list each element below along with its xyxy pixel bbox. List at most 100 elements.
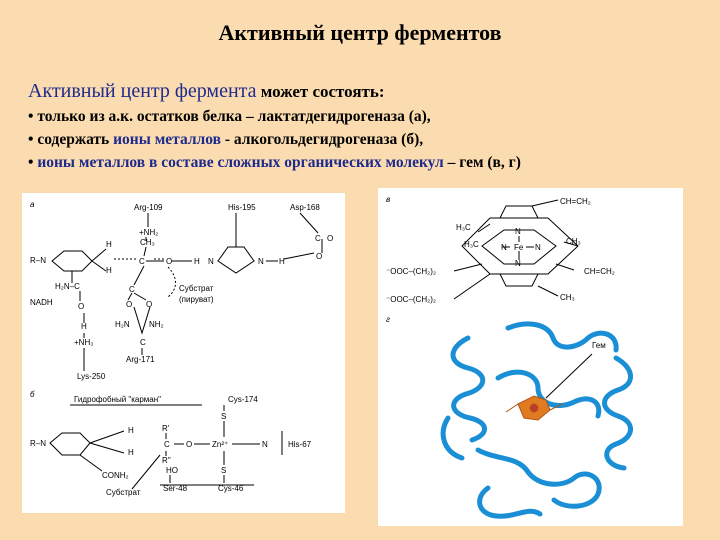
panel-label-v: в (386, 195, 390, 204)
cys46-label: Cys-46 (218, 484, 244, 493)
cys174-label: Cys-174 (228, 395, 258, 404)
heme-n-right: N (535, 243, 541, 252)
bullet-text-end: - алкогольдегидрогеназа (б), (220, 131, 424, 148)
heme-h3c-top: H₃C (456, 223, 471, 232)
nicotinamide-ring-b (49, 432, 91, 456)
bullet-1: • только из а.к. остатков белка – лактат… (28, 108, 431, 126)
alpha-helix-3 (602, 355, 633, 471)
ser48-ho: HO (166, 466, 178, 475)
subtitle-main: Активный центр фермента (28, 80, 257, 102)
bond-lines-b (49, 404, 283, 490)
substrate-label: Субстрат (179, 284, 214, 293)
lys-h: H (81, 322, 87, 331)
heme-n-top: N (515, 227, 521, 236)
nadh-ring-rn-b: R–N (30, 439, 46, 448)
myoglobin-ribbon (440, 321, 633, 519)
his195-h-right: H (279, 257, 285, 266)
bullet-2: • содержать ионы металлов - алкогольдеги… (28, 131, 423, 149)
amide-o: O (78, 302, 84, 311)
heme-labels: в H₃C CH=CH₂ H₃C CH₃ Fe N N N N ⁻OOC–(CH… (386, 195, 615, 350)
cys174-s: S (221, 412, 226, 421)
his195-h: H (194, 257, 200, 266)
substrate-c: C (164, 440, 170, 449)
nadh-label: NADH (30, 298, 53, 307)
heme-structure-diagrams: в H₃C CH=CH₂ H₃C CH₃ Fe N N N N ⁻OOC–(CH… (386, 195, 633, 519)
nadh-h-bottom-b: H (128, 448, 134, 457)
hydrogen-bonds (114, 258, 176, 298)
cys46-s: S (221, 466, 226, 475)
substrate-arrow (131, 454, 161, 490)
bullet-marker: • (28, 108, 38, 125)
arg171-nh2: NH₂ (149, 320, 164, 329)
alpha-helix-4 (475, 447, 602, 509)
bullet-highlight: ионы металлов (113, 131, 221, 148)
zinc-ion: Zn²⁺ (212, 440, 228, 449)
bullet-marker: • (28, 154, 38, 171)
substrate-r1: R' (162, 424, 170, 433)
nadh-amide-conh2: CONH₂ (102, 471, 129, 480)
bullet-text: содержать (37, 131, 114, 148)
figure-left-panel: а Arg-109 His-195 Asp-168 +NH₂ R–N H H C… (22, 193, 345, 513)
pyruvate-c: C (139, 257, 145, 266)
porphyrin-outline (461, 217, 579, 275)
heme-fe: Fe (514, 243, 524, 252)
arg109-nh2: +NH₂ (139, 228, 158, 237)
arg109-label: Arg-109 (134, 203, 163, 212)
loop-left (440, 415, 465, 461)
heme-vinyl-top: CH=CH₂ (560, 197, 591, 206)
his67-n: N (262, 440, 268, 449)
heme-pointer-label: Гем (592, 341, 606, 350)
asp168-o: O (327, 234, 333, 243)
panel-label-a: а (30, 200, 35, 209)
alpha-helix-5 (495, 369, 602, 419)
heme-group-3d (505, 395, 563, 421)
substrate-r2: R'' (162, 456, 171, 465)
imidazole-ring-a (217, 246, 255, 274)
his195-n-left: N (208, 257, 214, 266)
alpha-helix-2 (505, 321, 619, 353)
asp168-label: Asp-168 (290, 203, 320, 212)
pyrrole-bottom (499, 273, 539, 287)
bullet-text: только из а.к. остатков белка – лактатде… (37, 108, 431, 125)
porphyrin-inner (481, 229, 557, 265)
carboxyl-o-right: O (146, 300, 152, 309)
ser48-label: Ser-48 (163, 484, 188, 493)
nadh-h-top-b: H (128, 426, 134, 435)
heme-ch3-bottom: CH₃ (560, 293, 575, 302)
nadh-amide-h2nc: H₂N–C (55, 282, 80, 291)
heme-iron (529, 403, 539, 413)
bullet-3: • ионы металлов в составе сложных органи… (28, 154, 521, 172)
bullet-highlight: ионы металлов в составе сложных органиче… (37, 154, 444, 171)
panel-label-g: г (386, 315, 390, 324)
nadh-ring-rn: R–N (30, 256, 46, 265)
bullet-marker: • (28, 131, 38, 148)
arg171-h2n: H₂N (115, 320, 130, 329)
arg171-label: Arg-171 (126, 355, 155, 364)
pyruvate-o: O (166, 257, 172, 266)
lys250-label: Lys-250 (77, 372, 106, 381)
bullet-text-end: – гем (в, г) (443, 154, 521, 171)
carboxyl-o-left: O (126, 300, 132, 309)
panel-label-b: б (30, 390, 35, 399)
pyruvate-c-lower: C (129, 285, 135, 294)
slide-title: Активный центр ферментов (218, 20, 502, 45)
heme-propionate-2: ⁻OOC–(CH₂)₂ (386, 295, 436, 304)
figure-right-panel: в H₃C CH=CH₂ H₃C CH₃ Fe N N N N ⁻OOC–(CH… (378, 188, 683, 526)
pyruvate-label: (пируват) (179, 295, 214, 304)
nicotinamide-ring-a (51, 250, 93, 272)
hydrophobic-pocket-label: Гидрофобный "карман" (74, 395, 161, 404)
asp168-c: C (315, 234, 321, 243)
substrate-o: O (186, 440, 192, 449)
heme-vinyl-right: CH=CH₂ (584, 267, 615, 276)
heme-pointer-arrow (545, 353, 593, 399)
his195-n-right: N (258, 257, 264, 266)
heme-h3c-left: H₃C (464, 240, 479, 249)
asp168-o-minus: O (316, 252, 322, 261)
arg171-c: C (140, 338, 146, 347)
his195-label: His-195 (228, 203, 256, 212)
bond-lines-a (51, 212, 323, 371)
substrate-label-b: Субстрат (106, 488, 141, 497)
nadh-h-top: H (106, 240, 112, 249)
enzyme-active-site-diagrams: а Arg-109 His-195 Asp-168 +NH₂ R–N H H C… (30, 200, 333, 497)
nadh-h-bottom: H (106, 266, 112, 275)
